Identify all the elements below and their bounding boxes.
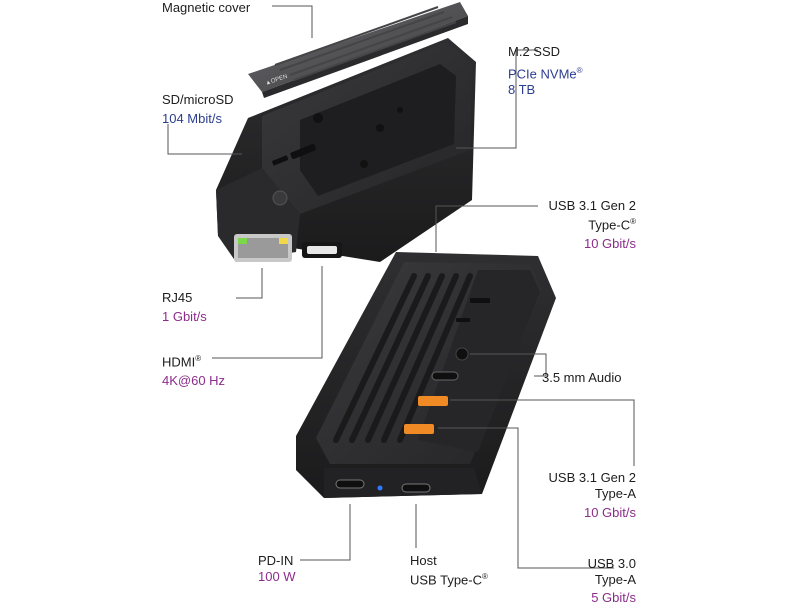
ssd-interface: PCIe NVMe® bbox=[508, 66, 583, 82]
hdmi-title: HDMI® bbox=[162, 354, 202, 370]
sd-speed: 104 Mbit/s bbox=[162, 111, 222, 126]
usb-c-top-speed: 10 Gbit/s bbox=[583, 236, 636, 252]
usb-c-port bbox=[431, 371, 459, 381]
usb-c-top-title2: Type-C® bbox=[588, 217, 636, 233]
usb-a-gen2-port bbox=[418, 396, 448, 406]
leader-lines bbox=[167, 5, 635, 569]
audio-title: 3.5 mm Audio bbox=[542, 370, 622, 385]
label-magnetic-cover: Magnetic cover bbox=[162, 0, 250, 16]
ssd-capacity: 8 TB bbox=[508, 82, 536, 98]
pd-in-power: 100 W bbox=[258, 569, 296, 584]
pd-in-port bbox=[335, 479, 365, 489]
label-pd-in: PD-IN 100 W bbox=[258, 553, 296, 585]
audio-jack bbox=[455, 347, 469, 361]
sd-title: SD/microSD bbox=[162, 92, 234, 107]
label-ssd: M.2 SSD PCIe NVMe® 8 TB bbox=[508, 44, 583, 98]
usb-a-gen2-speed: 10 Gbit/s bbox=[583, 505, 636, 520]
usb-c-top-title1: USB 3.1 Gen 2 bbox=[548, 198, 636, 213]
hdmi-resolution: 4K@60 Hz bbox=[162, 373, 226, 389]
rj45-speed: 1 Gbit/s bbox=[162, 309, 207, 324]
magnetic-cover-title: Magnetic cover bbox=[162, 0, 251, 15]
led-indicator bbox=[377, 485, 383, 491]
usb-a-30-speed: 5 Gbit/s bbox=[591, 590, 636, 605]
pd-in-title: PD-IN bbox=[258, 553, 294, 568]
label-usb-c-top: USB 3.1 Gen 2 Type-C® 10 Gbit/s bbox=[536, 198, 636, 252]
sd-card-slot bbox=[290, 143, 316, 159]
lower-device bbox=[296, 252, 556, 498]
usb-a-gen2-title1: USB 3.1 Gen 2 bbox=[548, 470, 636, 485]
rj45-title: RJ45 bbox=[162, 290, 193, 305]
magnetic-cover: ▲OPEN bbox=[248, 2, 468, 98]
usb-a-30-title1: USB 3.0 bbox=[587, 556, 636, 571]
usb-a-gen2-title2: Type-A bbox=[594, 486, 636, 501]
label-usb-a-gen2: USB 3.1 Gen 2 Type-A 10 Gbit/s bbox=[536, 470, 636, 521]
label-usb-a-30: USB 3.0 Type-A 5 Gbit/s bbox=[536, 556, 636, 606]
label-hdmi: HDMI® 4K@60 Hz bbox=[162, 351, 225, 389]
label-audio: 3.5 mm Audio bbox=[542, 370, 622, 386]
usb-a-30-title2: Type-A bbox=[594, 572, 636, 587]
label-rj45: RJ45 1 Gbit/s bbox=[162, 290, 207, 325]
host-usb-c-port bbox=[401, 483, 431, 493]
host-title1: Host bbox=[410, 553, 437, 568]
usb-a-30-port bbox=[404, 424, 434, 434]
label-host: Host USB Type-C® bbox=[410, 553, 488, 588]
upper-device bbox=[216, 38, 476, 262]
label-sd: SD/microSD 104 Mbit/s bbox=[162, 92, 234, 127]
host-title2: USB Type-C® bbox=[410, 572, 488, 588]
ssd-title: M.2 SSD bbox=[508, 44, 561, 59]
